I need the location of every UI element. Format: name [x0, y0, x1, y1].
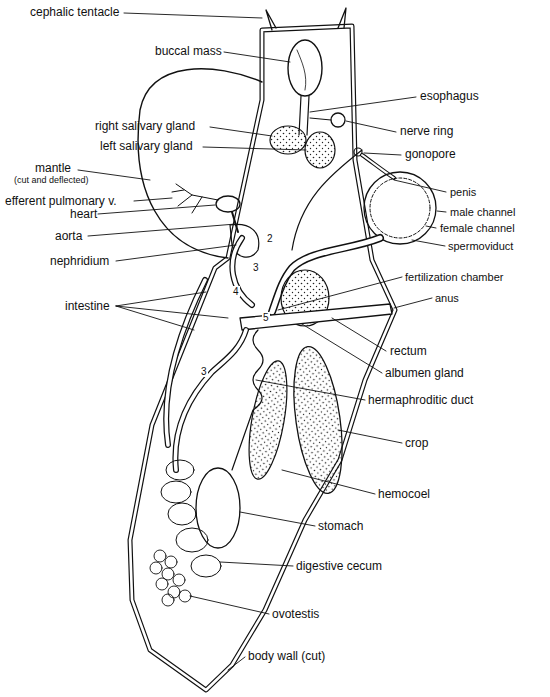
part-label: female channel	[440, 222, 515, 234]
part-label: gonopore	[405, 148, 456, 161]
part-label: hemocoel	[378, 488, 430, 501]
part-label: hermaphroditic duct	[368, 394, 473, 407]
part-label: anus	[435, 292, 459, 304]
part-label: penis	[450, 186, 476, 198]
part-label: buccal mass	[155, 45, 222, 58]
part-label: spermoviduct	[448, 240, 513, 252]
part-label: nephridium	[50, 255, 109, 268]
part-label: intestine	[65, 300, 110, 313]
part-label: albumen gland	[385, 367, 464, 380]
callout-number: 3	[252, 262, 260, 273]
callout-number: 5	[262, 312, 270, 323]
part-label: stomach	[318, 520, 363, 533]
part-label: digestive cecum	[296, 560, 382, 573]
callout-number: 3	[200, 366, 208, 377]
part-label: left salivary gland	[100, 140, 193, 153]
callout-number: 2	[266, 233, 274, 244]
part-label: aorta	[55, 230, 82, 243]
part-label: body wall (cut)	[248, 650, 325, 663]
part-label: nerve ring	[400, 125, 453, 138]
part-label: right salivary gland	[95, 120, 195, 133]
part-label: esophagus	[420, 90, 479, 103]
callout-number: 4	[232, 286, 240, 297]
part-label: efferent pulmonary v.	[5, 195, 117, 208]
part-label: rectum	[390, 345, 427, 358]
part-label: male channel	[450, 206, 515, 218]
part-label: fertilization chamber	[405, 271, 503, 283]
part-label: cephalic tentacle	[30, 6, 119, 19]
part-label: crop	[405, 437, 428, 450]
part-label: ovotestis	[272, 608, 319, 621]
part-label: mantle	[35, 162, 71, 175]
part-label: (cut and deflected)	[14, 176, 89, 186]
part-label: heart	[70, 208, 97, 221]
